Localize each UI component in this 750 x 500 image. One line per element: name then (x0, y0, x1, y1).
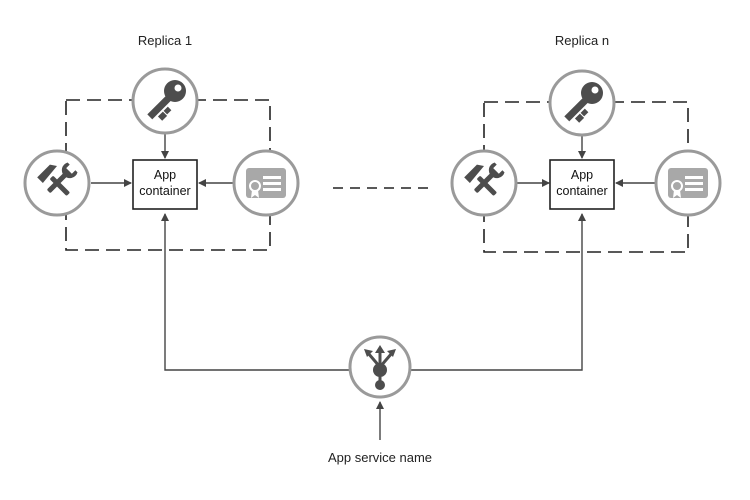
replica-1: Replica 1 App container (23, 33, 300, 251)
box-line-1: App (571, 168, 593, 182)
box-line-2: container (139, 184, 190, 198)
load-balancer-icon (348, 335, 412, 399)
app-container-box: App container (132, 159, 198, 210)
app-container-box: App container (549, 159, 615, 210)
replica-title: Replica n (555, 33, 609, 48)
certificate-icon (654, 149, 722, 217)
box-line-1: App (154, 168, 176, 182)
key-icon (131, 67, 199, 135)
replica-title: Replica 1 (138, 33, 192, 48)
service-label: App service name (328, 450, 432, 465)
certificate-icon (232, 149, 300, 217)
route-to-replica-n (409, 213, 586, 371)
box-line-2: container (556, 184, 607, 198)
tools-icon (450, 149, 518, 217)
key-icon (548, 69, 616, 137)
route-to-replica-1 (161, 213, 351, 371)
tools-icon (23, 149, 91, 217)
replica-n: Replica n App container (450, 33, 722, 253)
